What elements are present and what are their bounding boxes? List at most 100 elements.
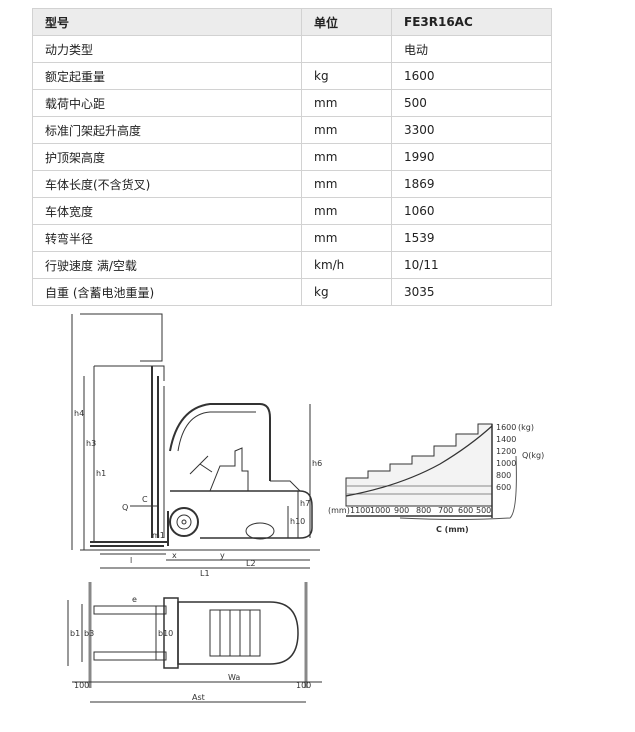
row-label: 额定起重量 <box>32 62 302 90</box>
label-h6: h6 <box>312 459 322 468</box>
seat <box>209 447 249 492</box>
label-b3: b3 <box>84 629 94 638</box>
row-label: 动力类型 <box>32 35 302 63</box>
row-unit: mm <box>301 170 392 198</box>
table-row: 动力类型 电动 <box>32 35 552 63</box>
chart-y-1000: 1000 <box>496 459 516 468</box>
header-model: 型号 <box>32 8 302 36</box>
seat-top <box>209 609 261 657</box>
chart-y-1400: 1400 <box>496 435 516 444</box>
row-label: 行驶速度 满/空载 <box>32 251 302 279</box>
row-label: 转弯半径 <box>32 224 302 252</box>
chart-y-800: 800 <box>496 471 511 480</box>
header-value: FE3R16AC <box>391 8 552 36</box>
row-value: 3300 <box>391 116 552 144</box>
label-e: e <box>132 595 137 604</box>
label-c: C <box>142 495 148 504</box>
label-l1: L1 <box>200 569 210 578</box>
row-unit: mm <box>301 143 392 171</box>
label-wa: Wa <box>228 673 240 682</box>
rear-wheel <box>245 522 275 540</box>
truck-body <box>170 490 313 539</box>
row-value: 3035 <box>391 278 552 306</box>
chart-c-label: C (mm) <box>436 525 469 534</box>
label-100-left: 100 <box>74 681 89 690</box>
chart-x-500: 500 <box>476 506 491 515</box>
label-100-right: 100 <box>296 681 311 690</box>
label-ast: Ast <box>192 693 205 702</box>
label-l: l <box>130 556 132 565</box>
row-label: 车体长度(不含货叉) <box>32 170 302 198</box>
forklift-dimension-drawing: h4 h3 h1 h6 h7 h10 Q C m1 x y l L1 L2 16… <box>67 313 544 703</box>
raised-carriage <box>80 313 163 362</box>
row-unit: mm <box>301 224 392 252</box>
row-unit <box>301 35 392 63</box>
overhead-guard <box>169 403 271 481</box>
label-h1: h1 <box>96 469 106 478</box>
top-view <box>67 582 322 703</box>
side-view <box>71 313 320 569</box>
front-wheel <box>169 507 199 537</box>
label-b10: b10 <box>158 629 173 638</box>
chart-x-800: 800 <box>416 506 431 515</box>
chart-mm-label: (mm) <box>328 506 350 515</box>
header-unit: 单位 <box>301 8 392 36</box>
row-label: 车体宽度 <box>32 197 302 225</box>
forks <box>90 541 168 547</box>
row-value: 500 <box>391 89 552 117</box>
row-unit: mm <box>301 116 392 144</box>
label-h7: h7 <box>300 499 310 508</box>
table-header-row: 型号 单位 FE3R16AC <box>32 8 552 36</box>
body-top <box>177 601 299 665</box>
chart-unit-kg: (kg) <box>518 423 534 432</box>
chart-y-1600: 1600 <box>496 423 516 432</box>
chart-x-1100: 1100 <box>350 506 370 515</box>
chart-y-1200: 1200 <box>496 447 516 456</box>
capacity-curve <box>345 425 493 497</box>
row-label: 标准门架起升高度 <box>32 116 302 144</box>
chart-q-label: Q(kg) <box>522 451 544 460</box>
row-value: 1990 <box>391 143 552 171</box>
row-unit: kg <box>301 62 392 90</box>
capacity-chart <box>345 423 517 520</box>
row-unit: mm <box>301 89 392 117</box>
chart-x-700: 700 <box>438 506 453 515</box>
chart-x-600: 600 <box>458 506 473 515</box>
label-y: y <box>220 551 225 560</box>
label-h4: h4 <box>74 409 84 418</box>
row-value: 1539 <box>391 224 552 252</box>
fork-right <box>93 651 167 661</box>
label-x: x <box>172 551 177 560</box>
chart-x-1000: 1000 <box>370 506 390 515</box>
row-value: 电动 <box>391 35 552 63</box>
label-h10: h10 <box>290 517 305 526</box>
label-b1: b1 <box>70 629 80 638</box>
row-label: 载荷中心距 <box>32 89 302 117</box>
steering-wheel <box>189 455 213 475</box>
row-label: 护顶架高度 <box>32 143 302 171</box>
label-m1: m1 <box>152 531 165 540</box>
load-curve <box>399 455 517 520</box>
row-value: 1060 <box>391 197 552 225</box>
row-unit: mm <box>301 197 392 225</box>
label-q: Q <box>122 503 128 512</box>
chart-y-600: 600 <box>496 483 511 492</box>
row-value: 1869 <box>391 170 552 198</box>
row-unit: km/h <box>301 251 392 279</box>
row-unit: kg <box>301 278 392 306</box>
row-label: 自重 (含蓄电池重量) <box>32 278 302 306</box>
row-value: 1600 <box>391 62 552 90</box>
label-l2: L2 <box>246 559 256 568</box>
chart-x-900: 900 <box>394 506 409 515</box>
row-value: 10/11 <box>391 251 552 279</box>
